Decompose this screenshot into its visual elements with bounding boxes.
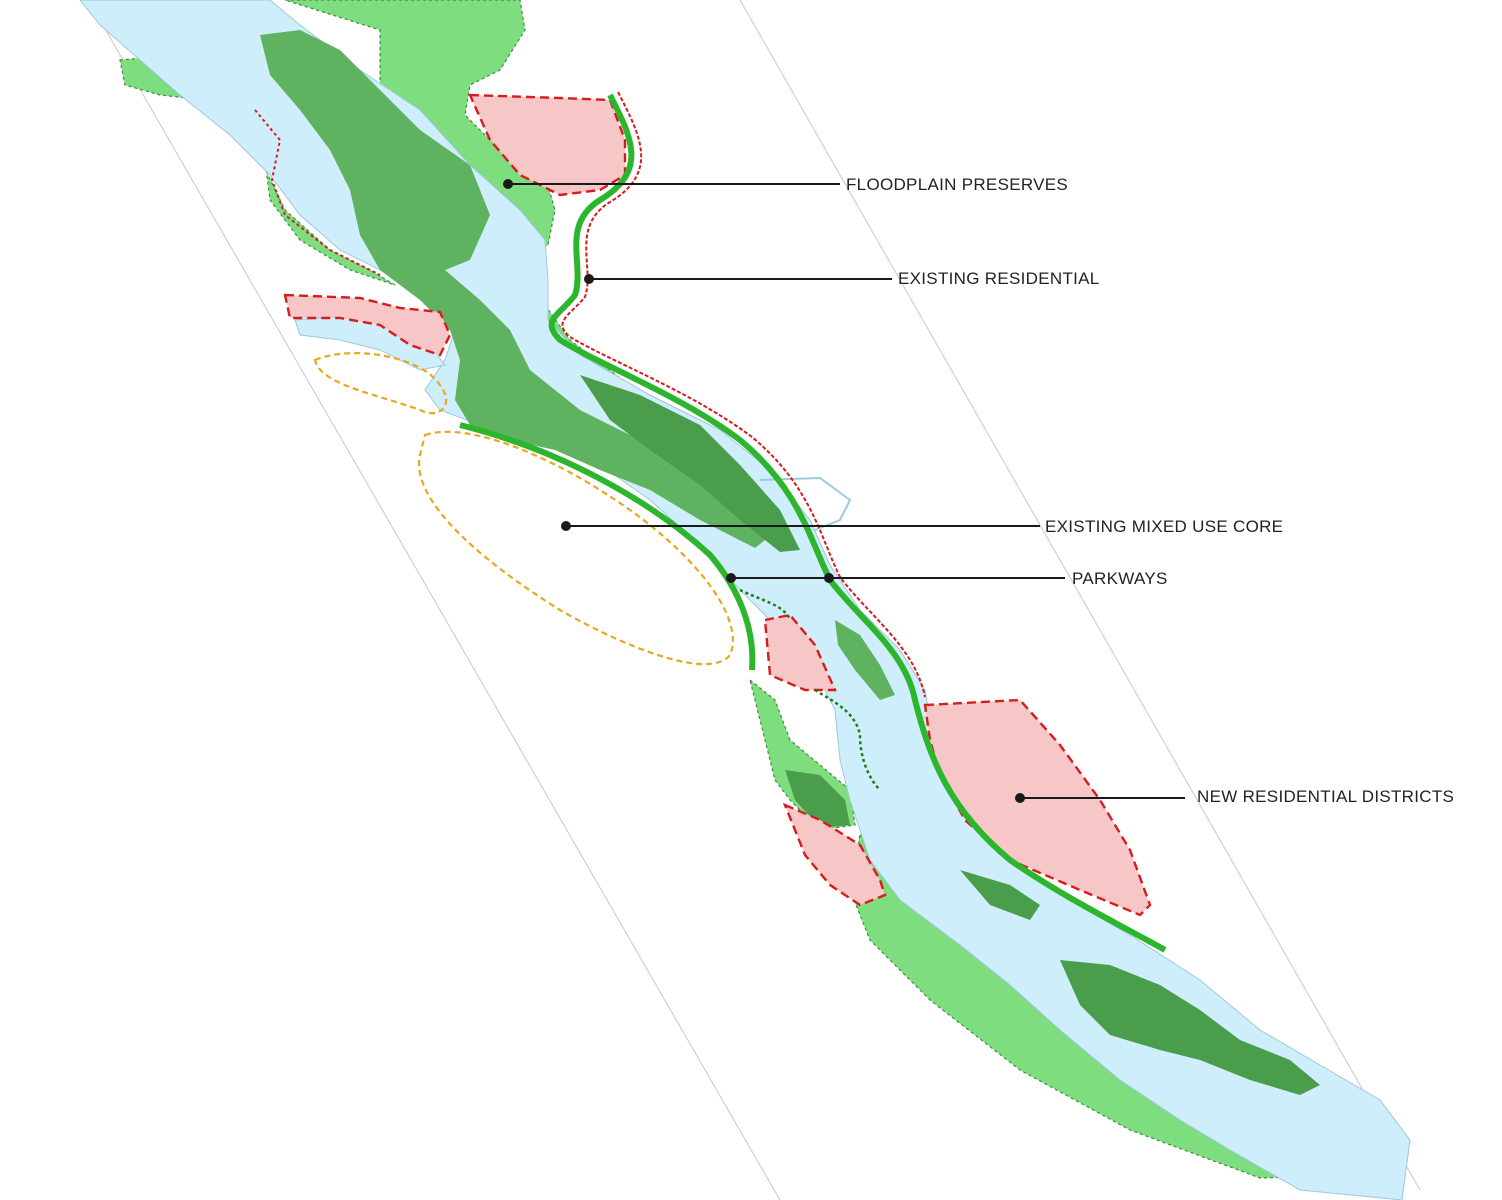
label-parkways: PARKWAYS xyxy=(1072,569,1168,588)
leader-dot-mixed-use xyxy=(561,521,571,531)
island-mid-long xyxy=(580,375,800,552)
island-large-upper xyxy=(260,30,765,548)
frame-line-right xyxy=(739,0,1421,1191)
island-lower-cluster xyxy=(1060,960,1320,1095)
label-existing-mixed-use-core: EXISTING MIXED USE CORE xyxy=(1045,517,1283,536)
existing-residential-west-harbor xyxy=(283,293,452,357)
leader-dot-floodplain xyxy=(503,179,513,189)
map-frame-lines xyxy=(99,0,1421,1200)
existing-residential-upper-west-edge xyxy=(254,109,381,276)
existing-residential-upper-east xyxy=(468,93,627,197)
leader-dot-existing-residential xyxy=(584,274,594,284)
parkway-east-upper xyxy=(548,93,1167,953)
label-new-residential-districts: NEW RESIDENTIAL DISTRICTS xyxy=(1197,787,1454,806)
parkway-west-mid xyxy=(459,422,756,671)
island-bank-south xyxy=(960,870,1040,920)
leader-dot-new-residential xyxy=(1015,793,1025,803)
leader-dot-parkways-east xyxy=(824,573,834,583)
new-residential-west-mid xyxy=(763,613,837,692)
legend-leaders xyxy=(503,179,1185,803)
parkway-west-dotted xyxy=(739,588,881,791)
river-islands xyxy=(260,30,1320,1095)
legend-labels: FLOODPLAIN PRESERVES EXISTING RESIDENTIA… xyxy=(846,175,1454,806)
frame-line-left xyxy=(99,19,781,1200)
island-lower-narrow xyxy=(835,620,895,700)
label-floodplain-preserves: FLOODPLAIN PRESERVES xyxy=(846,175,1068,194)
island-lower-small xyxy=(785,770,850,828)
canal-east xyxy=(759,476,852,531)
new-residential-west-lower xyxy=(782,802,887,907)
leader-dot-parkways-west xyxy=(726,573,736,583)
label-existing-residential: EXISTING RESIDENTIAL xyxy=(898,269,1100,288)
residential-districts xyxy=(254,93,1152,917)
